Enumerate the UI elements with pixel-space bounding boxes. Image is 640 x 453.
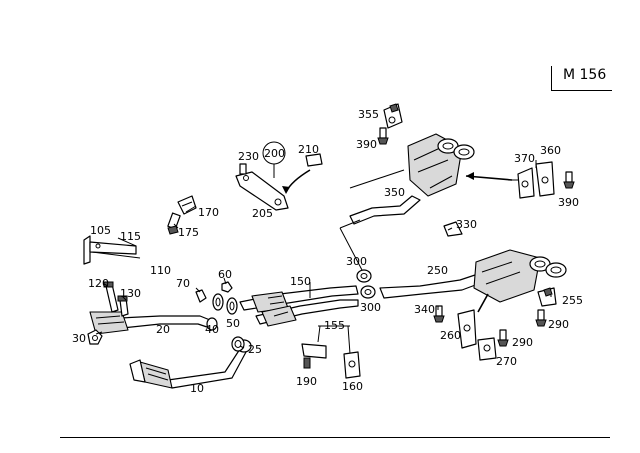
bracket-170 xyxy=(177,195,197,215)
rubber-mount-370 xyxy=(517,167,535,199)
callout-190: 190 xyxy=(296,375,317,388)
callout-390-lower: 390 xyxy=(558,196,579,209)
arrow-to-hanger-370 xyxy=(465,172,513,181)
callout-350: 350 xyxy=(384,186,405,199)
callout-130: 130 xyxy=(120,287,141,300)
bracket-260 xyxy=(457,309,477,349)
rear-muffler-left xyxy=(407,133,475,197)
bolt-175 xyxy=(167,212,181,235)
callout-25: 25 xyxy=(248,343,262,356)
bolt-290-center xyxy=(497,329,509,347)
callout-50: 50 xyxy=(226,317,240,330)
callout-290-right: 290 xyxy=(548,318,569,331)
bolt-390-lower xyxy=(563,171,575,189)
rear-muffler-right xyxy=(473,249,567,313)
rubber-mount-160 xyxy=(343,351,361,379)
rear-pipe-350 xyxy=(339,195,421,271)
callout-300-lower: 300 xyxy=(360,301,381,314)
callout-20: 20 xyxy=(156,323,170,336)
callout-170: 170 xyxy=(198,206,219,219)
callout-340: 340 xyxy=(414,303,435,316)
bottom-divider xyxy=(60,437,610,438)
hanger-355 xyxy=(383,103,403,129)
bracket-205 xyxy=(235,171,289,211)
gasket-40 xyxy=(212,293,224,311)
callout-355: 355 xyxy=(358,108,379,121)
hanger-360 xyxy=(535,161,555,197)
callout-370: 370 xyxy=(514,152,535,165)
hanger-255 xyxy=(537,287,557,307)
callout-60: 60 xyxy=(218,268,232,281)
clamp-70 xyxy=(195,289,207,303)
bolt-390-upper xyxy=(377,127,389,145)
leader-200 xyxy=(262,141,311,194)
nut-60 xyxy=(221,281,233,293)
leader-lines xyxy=(95,160,552,349)
intermediate-pipe-150 xyxy=(239,285,359,327)
callout-120: 120 xyxy=(88,277,109,290)
oxygen-sensor-120 xyxy=(103,281,119,313)
callout-205: 205 xyxy=(252,207,273,220)
callout-110: 110 xyxy=(150,264,171,277)
callout-30: 30 xyxy=(72,332,86,345)
callout-230: 230 xyxy=(238,150,259,163)
bolt-230 xyxy=(239,163,247,175)
model-label: M 156 xyxy=(563,67,607,83)
callout-270: 270 xyxy=(496,355,517,368)
callout-160: 160 xyxy=(342,380,363,393)
rubber-mount-270 xyxy=(477,337,497,361)
callout-40: 40 xyxy=(205,323,219,336)
clip-330 xyxy=(443,221,463,237)
model-label-frame xyxy=(551,66,612,91)
left-catalytic-pipe-20 xyxy=(89,311,218,335)
callout-210: 210 xyxy=(298,143,319,156)
callout-10: 10 xyxy=(190,382,204,395)
callout-360: 360 xyxy=(540,144,561,157)
sensor-190 xyxy=(301,343,327,369)
callout-200: 200 xyxy=(264,147,285,160)
callout-155: 155 xyxy=(324,319,345,332)
bolt-340 xyxy=(433,305,445,323)
callout-260: 260 xyxy=(440,329,461,342)
clamp-300-upper xyxy=(356,269,372,283)
connector-210 xyxy=(305,153,323,167)
callout-390-upper: 390 xyxy=(356,138,377,151)
callout-150: 150 xyxy=(290,275,311,288)
clamp-300-lower xyxy=(360,285,376,299)
callout-250: 250 xyxy=(427,264,448,277)
callout-255: 255 xyxy=(562,294,583,307)
callout-175: 175 xyxy=(178,226,199,239)
callout-300-upper: 300 xyxy=(346,255,367,268)
clamp-25 xyxy=(231,336,245,352)
callout-70: 70 xyxy=(176,277,190,290)
leader-155 xyxy=(317,325,351,355)
bolt-290-right xyxy=(535,309,547,327)
bracket-105 xyxy=(83,235,141,265)
callout-115: 115 xyxy=(120,230,141,243)
gasket-50 xyxy=(226,297,238,315)
callout-105: 105 xyxy=(90,224,111,237)
callout-290-center: 290 xyxy=(512,336,533,349)
callout-330: 330 xyxy=(456,218,477,231)
